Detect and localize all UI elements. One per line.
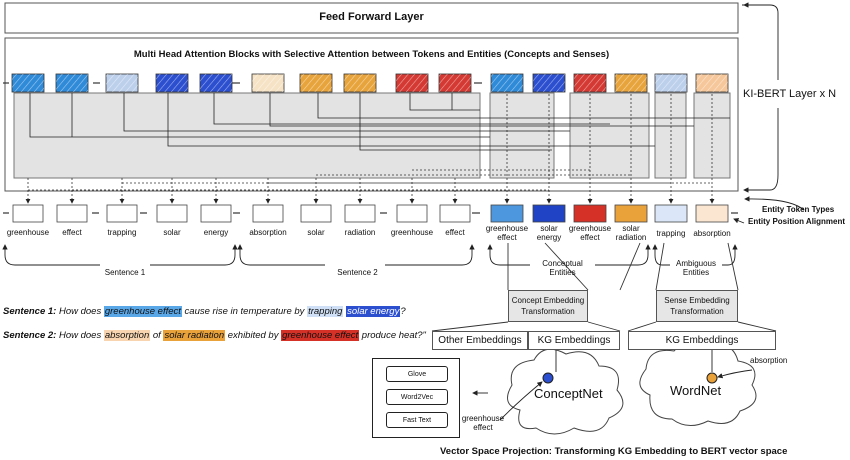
highlight-solar-radiation: solar radiation [163, 330, 226, 341]
attention-token-hatch [655, 74, 687, 92]
feed-forward-box [4, 2, 739, 34]
wordnet-node [706, 372, 718, 384]
highlight-trapping: trapping [307, 306, 344, 317]
entity-token-types-label: Entity Token Types [762, 205, 835, 214]
word2vec-item: Word2Vec [386, 389, 448, 405]
attention-token-hatch [12, 74, 44, 92]
sentence-token-label: greenhouse [390, 228, 434, 237]
sentence-token-box [396, 204, 428, 223]
sentence-token-label: effect [445, 228, 465, 237]
attention-token-hatch [252, 74, 284, 92]
sentence-token-box [300, 204, 332, 223]
sentence-token-label: effect [62, 228, 82, 237]
sentence-token-box [439, 204, 471, 223]
absorption-annotation: absorption [750, 356, 788, 365]
attention-token-hatch [300, 74, 332, 92]
sentence-token-box [252, 204, 284, 223]
sentence-token-box [12, 204, 44, 223]
attention-token-hatch [696, 74, 728, 92]
feed-forward-title: Feed Forward Layer [319, 11, 424, 23]
attention-token-hatch [156, 74, 188, 92]
entity-token-box [614, 204, 648, 223]
sentence-token-box [56, 204, 88, 223]
kg-embeddings-box: KG Embeddings [528, 331, 620, 350]
sentence-token-box [200, 204, 232, 223]
attention-token-row [11, 73, 729, 93]
conceptnet-label: ConceptNet [534, 386, 603, 401]
highlight-solar-energy: solar energy [346, 306, 401, 317]
attention-token-hatch [439, 74, 471, 92]
figure-caption: Vector Space Projection: Transforming KG… [440, 446, 788, 457]
entity-token-box [695, 204, 729, 223]
wordnet-label: WordNet [670, 383, 722, 398]
other-embeddings-box: Other Embeddings [432, 331, 528, 350]
attention-token-hatch [615, 74, 647, 92]
repeat-label: KI-BERT Layer x N [743, 88, 837, 100]
entity-token-box [573, 204, 607, 223]
attention-token-hatch [491, 74, 523, 92]
entity-token-box [490, 204, 524, 223]
sentence-token-box [344, 204, 376, 223]
sentence-2: Sentence 2: How does absorption of solar… [3, 330, 426, 341]
glove-item: Glove [386, 366, 448, 382]
sentence-token-label: trapping [107, 228, 137, 237]
sentence-token-label: greenhouse [6, 228, 50, 237]
highlight-greenhouse-effect-2: greenhouse effect [281, 330, 360, 341]
highlight-greenhouse-effect: greenhouse effect [103, 306, 182, 317]
conceptnet-cloud [507, 348, 624, 435]
attention-panel [13, 92, 481, 179]
entity-token-label: absorption [693, 229, 731, 238]
entity-position-alignment-label: Entity Position Alignment [748, 217, 846, 226]
sentence-token-box [106, 204, 138, 223]
sentence-token-label: radiation [344, 228, 376, 237]
attention-token-hatch [574, 74, 606, 92]
sentence-token-row [12, 204, 471, 223]
sentence-token-label: solar [163, 228, 181, 237]
sentence-token-label: absorption [249, 228, 287, 237]
entity-token-box [654, 204, 688, 223]
sentence-token-box [156, 204, 188, 223]
attention-token-hatch [56, 74, 88, 92]
sentence-token-label: solar [307, 228, 325, 237]
sense-panel [654, 92, 687, 179]
wordnet-cloud [639, 341, 757, 426]
sentence-1: Sentence 1: How does greenhouse effect c… [3, 306, 406, 317]
conceptnet-node [542, 372, 554, 384]
entity-token-row [490, 204, 729, 223]
sentence2-group-label: Sentence 2 [337, 268, 378, 277]
sentence-token-label: energy [203, 228, 229, 237]
entity-token-label: trapping [656, 229, 686, 238]
attention-token-hatch [533, 74, 565, 92]
entity-token-box [532, 204, 566, 223]
highlight-absorption: absorption [103, 330, 151, 341]
attention-title: Multi Head Attention Blocks with Selecti… [133, 49, 610, 60]
kg-embeddings-box-2: KG Embeddings [628, 331, 776, 350]
attention-token-hatch [200, 74, 232, 92]
attention-token-hatch [344, 74, 376, 92]
attention-token-hatch [396, 74, 428, 92]
concept-panel [569, 92, 650, 179]
fasttext-item: Fast Text [386, 412, 448, 428]
sentence1-group-label: Sentence 1 [104, 268, 146, 277]
attention-token-hatch [106, 74, 138, 92]
concept-panel [489, 92, 555, 179]
